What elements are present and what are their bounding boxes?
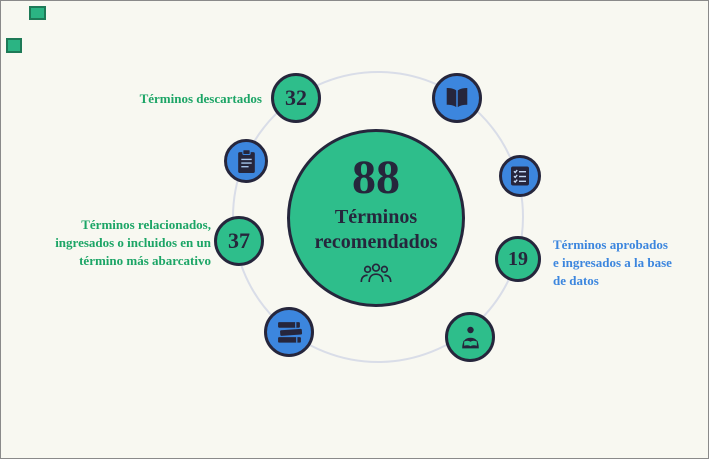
center-title: Términos recomendados [314,206,438,254]
node-approved-value: 19 [508,248,528,270]
node-related: 37 [214,216,264,266]
center-value: 88 [352,150,400,204]
node-discarded: 32 [271,73,321,123]
node-open-book [432,73,482,123]
label-related: Términos relacionados, ingresados o incl… [55,217,211,269]
node-related-value: 37 [228,228,250,253]
node-approved: 19 [495,236,541,282]
label-approved: Términos aprobados e ingresados a la bas… [553,237,672,289]
label-discarded: Términos descartados [139,91,262,106]
open-book-icon [444,87,470,109]
center-node: 88 Términos recomendados [287,129,465,307]
decor-square-top [29,6,46,20]
node-reading-person [445,312,495,362]
node-clipboard [224,139,268,183]
node-discarded-value: 32 [285,85,307,110]
decor-square-left [6,38,22,53]
checklist-icon [509,165,531,187]
clipboard-icon [237,148,256,174]
node-books-stack [264,307,314,357]
reading-person-icon [457,324,484,351]
books-stack-icon [276,320,303,345]
people-group-icon [358,262,394,283]
node-checklist [499,155,541,197]
